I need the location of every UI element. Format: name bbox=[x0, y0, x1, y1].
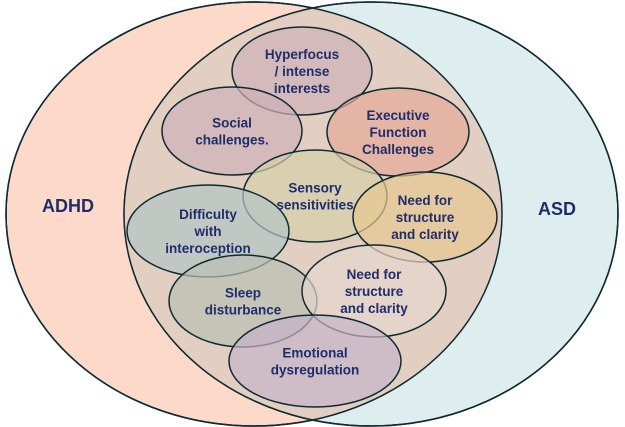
trait-label-emotional: Emotional bbox=[282, 346, 347, 361]
trait-label-hyperfocus: / intense bbox=[275, 64, 330, 79]
trait-label-sensory: sensitivities bbox=[276, 198, 353, 213]
trait-label-executive: Challenges bbox=[362, 142, 434, 157]
trait-label-social: challenges. bbox=[195, 133, 269, 148]
asd-outline bbox=[123, 1, 619, 427]
trait-label-sleep: Sleep bbox=[225, 286, 261, 301]
trait-label-interoception: interoception bbox=[165, 241, 251, 256]
trait-label-interoception: Difficulty bbox=[179, 207, 237, 222]
trait-label-sensory: Sensory bbox=[288, 181, 342, 196]
trait-label-structure-2: Need for bbox=[347, 267, 403, 282]
trait-label-structure-1: and clarity bbox=[391, 227, 459, 242]
trait-label-emotional: dysregulation bbox=[271, 363, 360, 378]
trait-label-executive: Function bbox=[370, 125, 427, 140]
trait-label-structure-2: structure bbox=[345, 284, 404, 299]
trait-bubble-emotional bbox=[228, 314, 402, 408]
trait-label-structure-2: and clarity bbox=[340, 301, 408, 316]
trait-label-hyperfocus: Hyperfocus bbox=[265, 47, 339, 62]
trait-label-interoception: with bbox=[194, 224, 222, 239]
asd-label: ASD bbox=[538, 199, 576, 219]
trait-label-executive: Executive bbox=[366, 108, 430, 123]
trait-label-structure-1: Need for bbox=[398, 193, 454, 208]
trait-label-structure-1: structure bbox=[396, 210, 455, 225]
adhd-label: ADHD bbox=[42, 196, 94, 216]
trait-bubble-social bbox=[161, 86, 303, 176]
trait-label-hyperfocus: interests bbox=[274, 81, 330, 96]
trait-label-sleep: disturbance bbox=[205, 303, 282, 318]
adhd-outline bbox=[5, 1, 503, 427]
trait-label-social: Social bbox=[212, 116, 252, 131]
